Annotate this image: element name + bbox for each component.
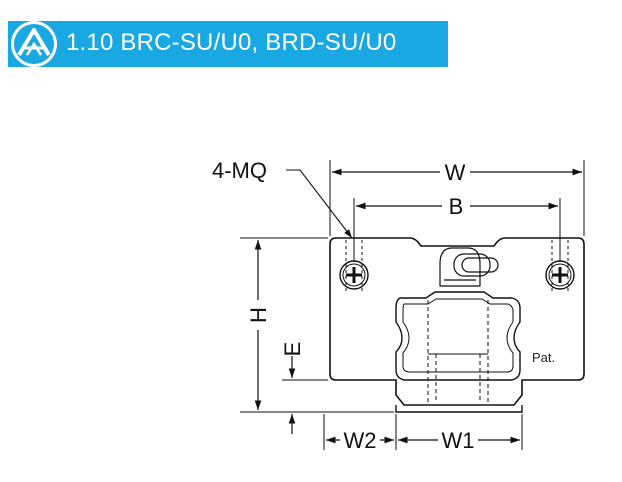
rail-base [395, 405, 523, 413]
label-mq: 4-MQ [212, 158, 267, 183]
rail-inner-profile [402, 298, 514, 373]
label-bg-w1 [438, 428, 478, 454]
leader-mq [286, 169, 353, 239]
company-logo-icon [11, 21, 57, 67]
screw-left-icon [339, 240, 369, 292]
rail-profile [395, 291, 521, 381]
label-h: H [246, 307, 271, 323]
label-w1: W1 [442, 428, 475, 453]
rail-bore [427, 300, 489, 402]
label-patent: Pat. [532, 350, 555, 365]
label-w: W [445, 160, 466, 185]
grease-nipple-icon [439, 247, 499, 287]
label-bg-w2 [340, 428, 380, 454]
label-b: B [449, 194, 464, 219]
label-bg-w [440, 158, 470, 186]
page-title: 1.10 BRC-SU/U0, BRD-SU/U0 [66, 29, 397, 56]
header-bar [8, 21, 448, 67]
label-w2: W2 [344, 428, 377, 453]
block-outline [329, 237, 585, 406]
label-e: E [280, 342, 305, 357]
label-bg-b [442, 192, 470, 220]
extension-lines [240, 160, 585, 450]
label-bg-h [246, 300, 272, 330]
